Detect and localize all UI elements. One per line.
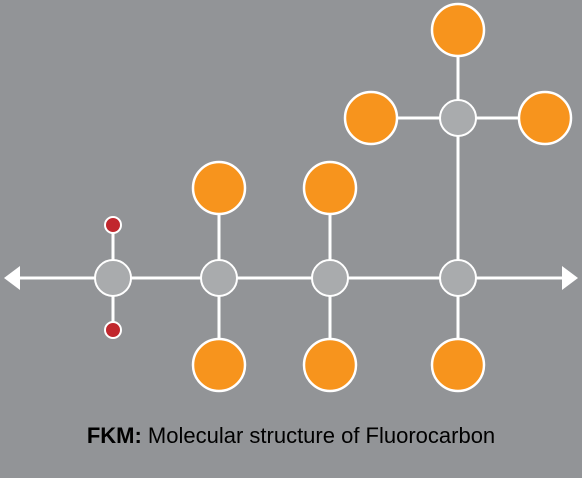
carbon-atom — [311, 259, 349, 297]
left-arrowhead — [4, 266, 20, 290]
figure-caption: FKM: Molecular structure of Fluorocarbon — [0, 423, 582, 449]
hydrogen-atom — [104, 321, 122, 339]
bonds-layer — [18, 30, 562, 365]
caption-text: Molecular structure of Fluorocarbon — [141, 423, 496, 448]
fluorine-atom — [302, 337, 358, 393]
arrows-layer — [4, 266, 578, 290]
carbon-atom — [439, 259, 477, 297]
caption-bold: FKM: — [86, 423, 142, 448]
fluorine-atom — [517, 90, 573, 146]
atoms-layer — [94, 2, 573, 393]
fluorine-atom — [430, 2, 486, 58]
carbon-atom — [200, 259, 238, 297]
carbon-atom — [94, 259, 132, 297]
fluorine-atom — [191, 160, 247, 216]
fluorine-atom — [191, 337, 247, 393]
hydrogen-atom — [104, 216, 122, 234]
right-arrowhead — [562, 266, 578, 290]
fluorine-atom — [430, 337, 486, 393]
carbon-atom — [439, 99, 477, 137]
fluorine-atom — [343, 90, 399, 146]
fluorine-atom — [302, 160, 358, 216]
